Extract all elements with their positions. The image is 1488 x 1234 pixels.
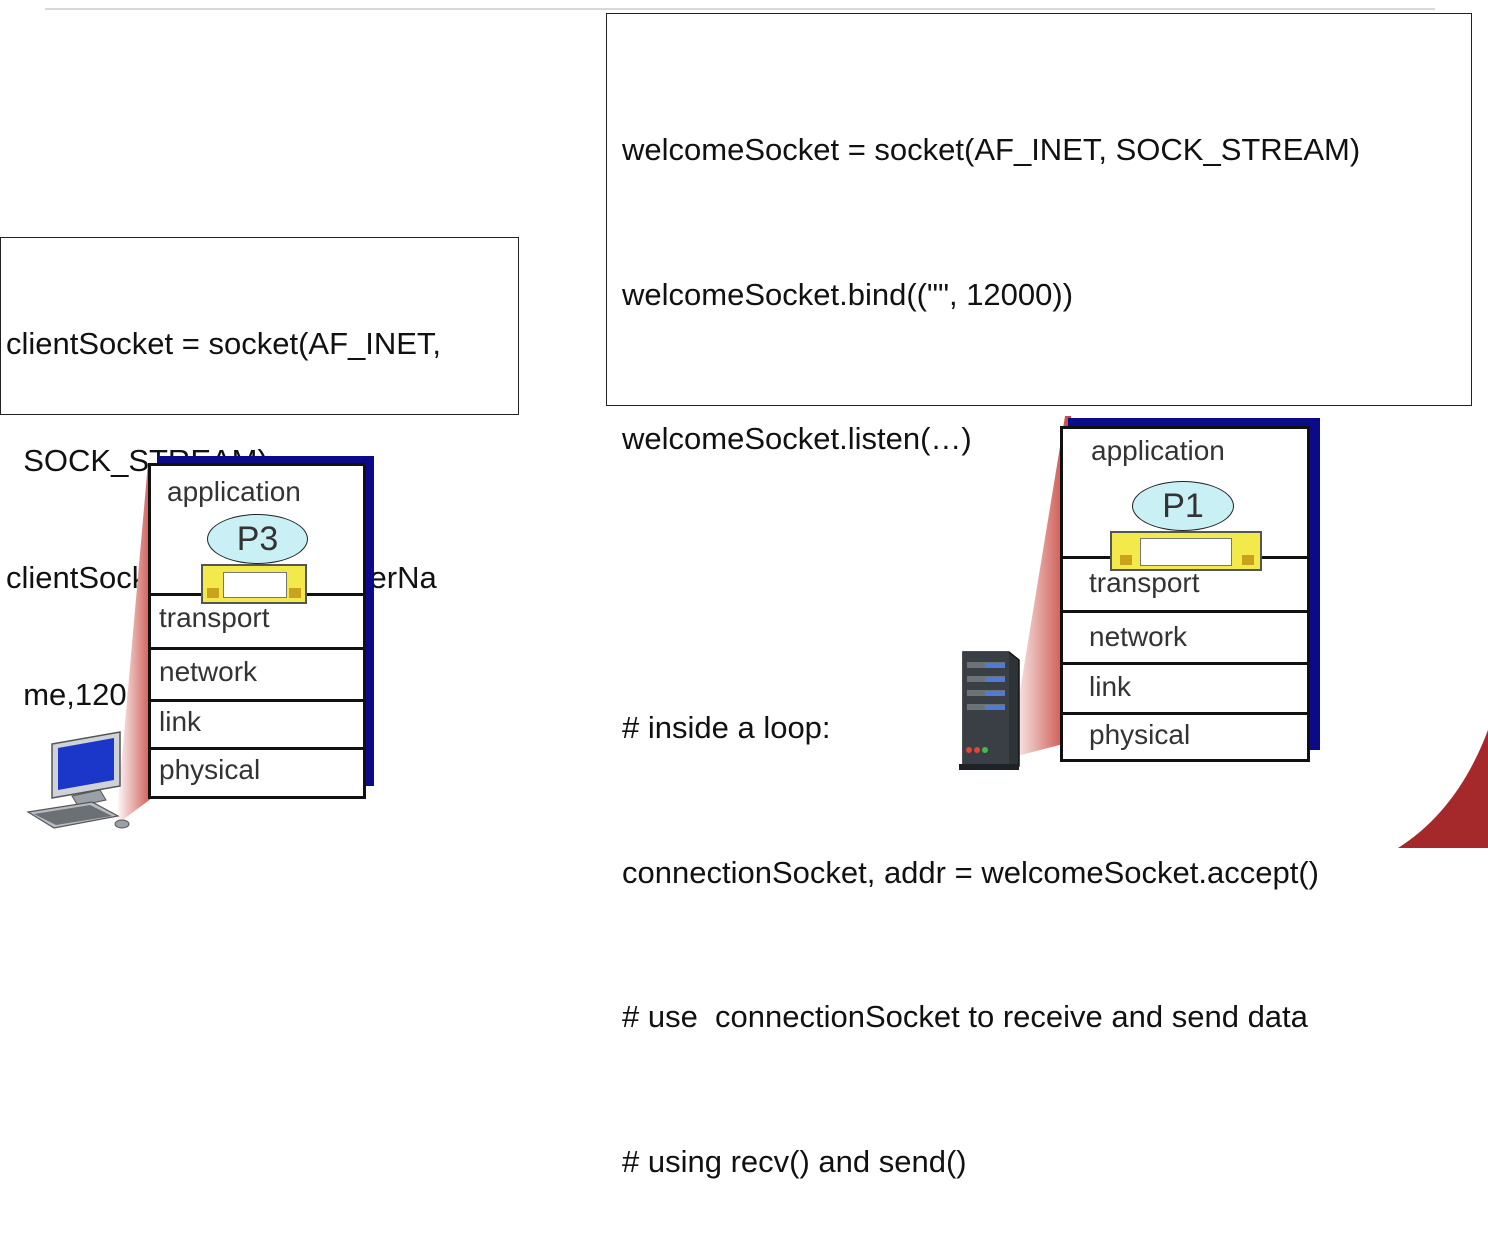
layer-label: physical [159,754,261,785]
server-application-label: application [1091,435,1225,466]
code-line: connectionSocket, addr = welcomeSocket.a… [622,854,1320,890]
layer-label: physical [1089,719,1191,750]
code-line: welcomeSocket = socket(AF_INET, SOCK_STR… [622,132,1361,167]
layer-label: network [1089,621,1188,652]
server-tower-icon [959,651,1020,770]
corner-accent [1398,730,1488,848]
client-network-layer: network [151,647,363,699]
code-line: clientSocket = socket(AF_INET, [6,326,442,361]
layer-label: transport [159,602,270,633]
client-code-box: clientSocket = socket(AF_INET, SOCK_STRE… [0,237,519,712]
client-socket [201,564,307,604]
client-beam [116,463,156,825]
server-socket [1110,531,1262,571]
server-transport-layer: transport [1063,556,1307,610]
server-beam [1009,416,1071,758]
layer-label: link [159,706,202,737]
code-line: welcomeSocket.bind(("", 12000)) [622,276,1074,312]
code-line: # inside a loop: [622,710,831,745]
server-code-box: welcomeSocket = socket(AF_INET, SOCK_STR… [606,13,1472,1179]
code-line: # use connectionSocket to receive and se… [622,999,1308,1034]
layer-label: link [1089,671,1132,702]
server-protocol-stack: application transport network link physi… [1060,426,1310,762]
client-physical-layer: physical [151,747,363,796]
client-application-label: application [167,476,301,507]
code-line: welcomeSocket.listen(…) [622,421,972,456]
server-link-layer: link [1063,662,1307,712]
desktop-computer-icon [26,731,130,829]
server-physical-layer: physical [1063,712,1307,759]
server-network-layer: network [1063,610,1307,662]
code-line: # using recv() and send() [622,1143,967,1179]
layer-label: transport [1089,567,1200,598]
layer-label: network [159,656,258,687]
client-link-layer: link [151,699,363,747]
process-p1: P1 [1132,481,1234,531]
top-rule [45,8,1435,10]
process-p3: P3 [207,514,308,564]
